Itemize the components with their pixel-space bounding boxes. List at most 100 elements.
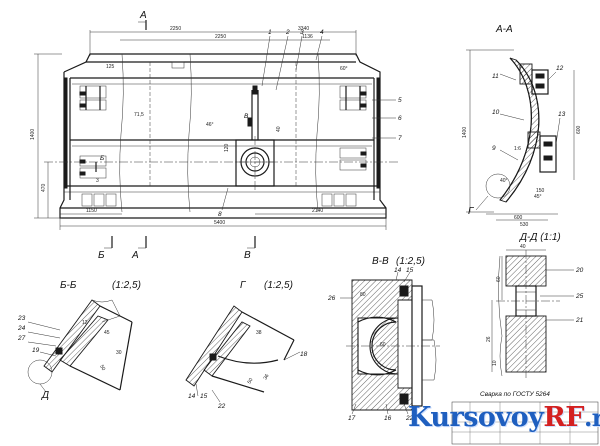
section-aa-title: А-А <box>495 24 513 35</box>
g-dim-2: 50 <box>247 377 255 385</box>
vv-callout-16: 16 <box>384 415 392 422</box>
dim-bottom-1: 1150 <box>86 208 97 214</box>
aa-dim-8: 40° <box>500 178 508 184</box>
bb-dim-2: 50 <box>98 364 106 372</box>
dd-callout-20: 20 <box>575 267 584 274</box>
dim-inner-5: 120 <box>224 143 230 152</box>
dd-dim-2: 26 <box>486 336 492 342</box>
aa-dim-5: 150 <box>536 188 545 194</box>
g-dim-3: 36 <box>263 373 271 381</box>
bb-callout-24: 24 <box>17 325 26 332</box>
dim-top-4: 1136 <box>302 34 313 40</box>
bb-dim-1: 45 <box>104 330 110 336</box>
callout-7: 7 <box>398 135 402 142</box>
g-callout-15: 15 <box>200 393 208 400</box>
vv-callout-14: 14 <box>394 267 402 274</box>
aa-dim-7: 1:6 <box>514 146 521 152</box>
aa-detail-mark: Г <box>468 206 475 217</box>
dd-dim-4: 10 <box>492 360 498 366</box>
vv-callout-15: 15 <box>406 267 414 274</box>
dim-top-3: 3340 <box>298 26 309 32</box>
mark-b-front: Б <box>100 155 104 162</box>
section-dd-title: Д-Д (1:1) <box>519 232 561 243</box>
dim-inner-6: 40 <box>276 126 282 132</box>
watermark-part2: RF <box>543 402 584 433</box>
section-aa: А-А 1400 600 600 530 150 45° 1:6 40° Г <box>462 24 582 228</box>
dd-callout-21: 21 <box>575 317 584 324</box>
aa-callout-9: 9 <box>492 145 496 152</box>
section-dd: Д-Д (1:1) 40 26 60 10 20 25 21 <box>486 232 584 378</box>
dim-inner-7: 3 <box>96 178 99 184</box>
aa-dim-1: 1400 <box>462 127 468 138</box>
section-bb: Б-Б (1:2,5) Д 45 50 30 12 23 24 27 19 <box>17 280 141 401</box>
section-bb-title: Б-Б <box>60 280 77 291</box>
below-mark-b: Б <box>98 250 105 261</box>
callout-5: 5 <box>398 97 402 104</box>
section-g: Г (1:2,5) 38 50 36 18 22 14 15 <box>185 280 308 410</box>
dim-inner-4: 60° <box>340 66 348 72</box>
aa-callout-10: 10 <box>492 109 500 116</box>
g-callout-18: 18 <box>300 351 308 358</box>
cut-mark-a-top: А <box>139 10 147 21</box>
dim-bottom-3: 2140 <box>312 208 323 214</box>
aa-dim-2: 600 <box>576 125 582 134</box>
watermark-logo: KursovoyRF.ru <box>408 402 600 433</box>
dim-top-2: 2250 <box>215 34 226 40</box>
dim-bottom-2: 5400 <box>214 220 225 226</box>
g-dim-1: 38 <box>256 330 262 336</box>
bb-callout-19: 19 <box>32 347 40 354</box>
dim-left-2: 470 <box>41 183 47 192</box>
bb-dim-4: 12 <box>82 320 88 326</box>
dd-dim-3: 60 <box>496 276 502 282</box>
bb-detail-mark: Д <box>41 390 49 401</box>
dim-inner-2: 125 <box>106 64 115 70</box>
below-mark-a: А <box>131 250 139 261</box>
g-callout-14: 14 <box>188 393 196 400</box>
callout-6: 6 <box>398 115 402 122</box>
aa-dim-3: 600 <box>514 215 523 221</box>
right-ribs <box>321 85 367 207</box>
below-section-marks: Б А В <box>98 236 256 261</box>
section-g-title: Г <box>240 280 247 291</box>
section-vv-scale: (1:2,5) <box>396 256 425 267</box>
vv-callout-26: 26 <box>327 295 336 302</box>
bb-callout-27: 27 <box>17 335 26 342</box>
bb-dim-3: 30 <box>116 350 122 356</box>
mark-v-front: В <box>244 113 249 120</box>
welding-note: Сварка по ГОСТУ 5264 <box>480 391 550 398</box>
bb-callout-23: 23 <box>17 315 26 322</box>
callout-4: 4 <box>320 29 324 36</box>
dd-callout-25: 25 <box>575 293 584 300</box>
g-callout-22: 22 <box>217 403 226 410</box>
title-block <box>451 401 599 445</box>
vv-callout-22: 22 <box>405 415 414 422</box>
central-hub <box>235 85 275 190</box>
section-bb-scale: (1:2,5) <box>112 280 141 291</box>
aa-callout-11: 11 <box>492 73 499 80</box>
section-vv-title: В-В <box>372 256 389 267</box>
vv-callout-17: 17 <box>348 415 356 422</box>
watermark-part1: Kursovoy <box>408 402 544 433</box>
below-mark-v: В <box>244 250 251 261</box>
callout-2: 2 <box>285 29 290 36</box>
aa-dim-6: 45° <box>534 194 542 200</box>
callout-3: 3 <box>300 29 304 36</box>
aa-callout-12: 12 <box>556 65 564 72</box>
callout-1: 1 <box>268 29 272 36</box>
vv-dim-2: 80 <box>360 292 366 298</box>
front-callouts: 1 2 3 4 5 6 7 8 <box>218 29 402 218</box>
watermark-part3: .ru <box>583 403 600 432</box>
dim-top-1: 2250 <box>170 26 181 32</box>
dim-left-1: 1400 <box>30 129 36 140</box>
dim-inner-3: 46° <box>206 122 214 128</box>
section-vv: В-В (1:2,5) 60 80 14 15 26 17 16 22 <box>327 256 440 422</box>
dim-inner-1: 71,5 <box>134 112 144 118</box>
dd-dim-1: 40 <box>520 244 526 250</box>
vv-dim-1: 60 <box>380 342 386 348</box>
aa-dim-4: 530 <box>520 222 529 228</box>
callout-8: 8 <box>218 211 222 218</box>
left-ribs <box>79 85 117 207</box>
section-g-scale: (1:2,5) <box>264 280 293 291</box>
front-view: А 2250 2250 3340 1136 <box>30 10 402 261</box>
